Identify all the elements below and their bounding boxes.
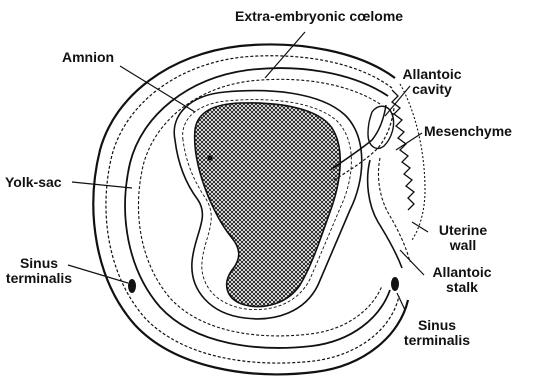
label-uterine-wall: Uterine wall bbox=[430, 223, 496, 253]
label-sinus-terminalis-left-line-1: Sinus bbox=[2, 256, 76, 271]
sinus-terminalis-left-dot bbox=[128, 279, 136, 293]
label-allantoic-stalk: Allantoic stalk bbox=[422, 265, 502, 295]
label-mesenchyme: Mesenchyme bbox=[424, 124, 512, 139]
label-allantoic-cavity-line-2: cavity bbox=[392, 82, 472, 97]
sinus-terminalis-right-dot bbox=[391, 277, 399, 291]
label-allantoic-cavity-line-1: Allantoic bbox=[392, 67, 472, 82]
label-sinus-terminalis-right-line-1: Sinus bbox=[396, 318, 478, 333]
label-amnion: Amnion bbox=[62, 50, 114, 65]
label-sinus-terminalis-left: Sinus terminalis bbox=[2, 256, 76, 286]
label-allantoic-stalk-line-2: stalk bbox=[422, 280, 502, 295]
mesenchyme-zigzag bbox=[392, 90, 414, 210]
label-sinus-terminalis-right: Sinus terminalis bbox=[396, 318, 478, 348]
embryo-body bbox=[195, 103, 341, 307]
label-sinus-terminalis-left-line-2: terminalis bbox=[2, 271, 76, 286]
label-extra-embryonic-coelome: Extra-embryonic cœlome bbox=[235, 9, 403, 24]
label-allantoic-cavity: Allantoic cavity bbox=[392, 67, 472, 97]
label-uterine-wall-line-1: Uterine bbox=[430, 223, 496, 238]
label-uterine-wall-line-2: wall bbox=[430, 238, 496, 253]
allantoic-stalk-shape bbox=[330, 105, 410, 268]
embryo-eye bbox=[208, 156, 213, 161]
uterine-wall-shape bbox=[400, 84, 425, 240]
label-sinus-terminalis-right-line-2: terminalis bbox=[396, 333, 478, 348]
label-yolk-sac: Yolk-sac bbox=[5, 175, 62, 190]
allantoic-cavity-shape bbox=[368, 106, 394, 148]
label-allantoic-stalk-line-1: Allantoic bbox=[422, 265, 502, 280]
